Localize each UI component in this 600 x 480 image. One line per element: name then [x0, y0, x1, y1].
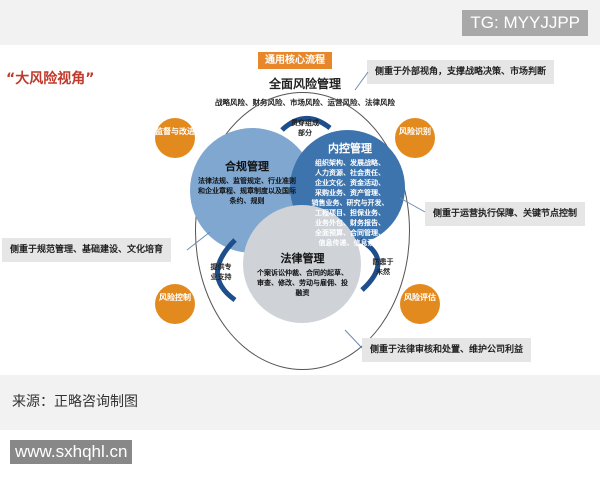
arrow-line: [344, 329, 363, 349]
stage-control: 风险控制: [155, 284, 195, 324]
callout-operations: 侧重于运营执行保障、关键节点控制: [425, 202, 586, 226]
internal-line: 组织架构、发展战略、: [315, 159, 385, 167]
internal-line: 企业文化、资金活动、: [315, 179, 385, 187]
watermark-tag: TG: MYYJJPP: [462, 10, 588, 36]
main-label: 全面风险管理: [268, 77, 341, 91]
arrow-line: [354, 71, 369, 91]
compliance-text-block: 合规管理 法律法规、监管规定、行业准则和企业章程、规章制度以及国际条约、规则: [197, 160, 297, 206]
right-curved-arrow: [358, 237, 381, 292]
stage-identify: 风险识别: [395, 118, 435, 158]
internal-line: 业务外包、财务报告、: [315, 219, 385, 227]
arrow-line: [399, 197, 426, 213]
diagram-title: “大风险视角”: [6, 71, 95, 87]
internal-line: 信息传递、信息系统: [318, 239, 382, 247]
legal-text: 个案诉讼仲裁、合同的起草、审查、修改、劳动与雇佣、投融资: [257, 269, 348, 297]
legal-circle: [243, 205, 361, 323]
compliance-title: 合规管理: [225, 160, 269, 173]
compliance-text: 法律法规、监管规定、行业准则和企业章程、规章制度以及国际条约、规则: [198, 177, 296, 205]
site-url: www.sxhqhl.cn: [10, 440, 133, 464]
internal-line: 采购业务、资产管理、: [315, 189, 385, 197]
outer-ellipse: [195, 92, 410, 370]
stage-supervise: 监督与改进: [155, 118, 195, 158]
stage-assess: 风险评估: [400, 284, 440, 324]
internal-text-block: 内控管理 组织架构、发展战略、 人力资源、社会责任、 企业文化、资金活动、 采购…: [295, 142, 405, 248]
callout-legal: 侧重于法律审核和处置、维护公司利益: [362, 338, 532, 362]
internal-line: 人力资源、社会责任、: [315, 169, 385, 177]
right-arrow-label: 防患于未然: [372, 258, 394, 276]
callout-external: 侧重于外部视角，支撑战略决策、市场判断: [367, 60, 555, 84]
connector-arrows: [186, 71, 426, 349]
internal-line: 工程项目、担保业务、: [315, 209, 385, 217]
top-curved-arrow: [280, 116, 332, 132]
left-curved-arrow: [215, 238, 237, 303]
flow-label: 通用核心流程: [258, 52, 332, 69]
arrow-line: [186, 231, 211, 251]
internal-line: 销售业务、研究与开发、: [311, 199, 389, 207]
callout-standards: 侧重于规范管理、基础建设、文化培育: [2, 238, 172, 262]
legal-title: 法律管理: [280, 252, 325, 265]
internal-line: 全面预算、合同管理、: [315, 229, 385, 237]
source-caption: 来源：正略咨询制图: [0, 375, 600, 430]
internal-title: 内控管理: [328, 142, 372, 155]
top-arrow-label: 贯穿组成部分: [291, 119, 319, 137]
legal-text-block: 法律管理 个案诉讼仲裁、合同的起草、审查、修改、劳动与雇佣、投融资: [255, 252, 350, 298]
left-arrow-label: 提供专业支持: [210, 263, 232, 281]
